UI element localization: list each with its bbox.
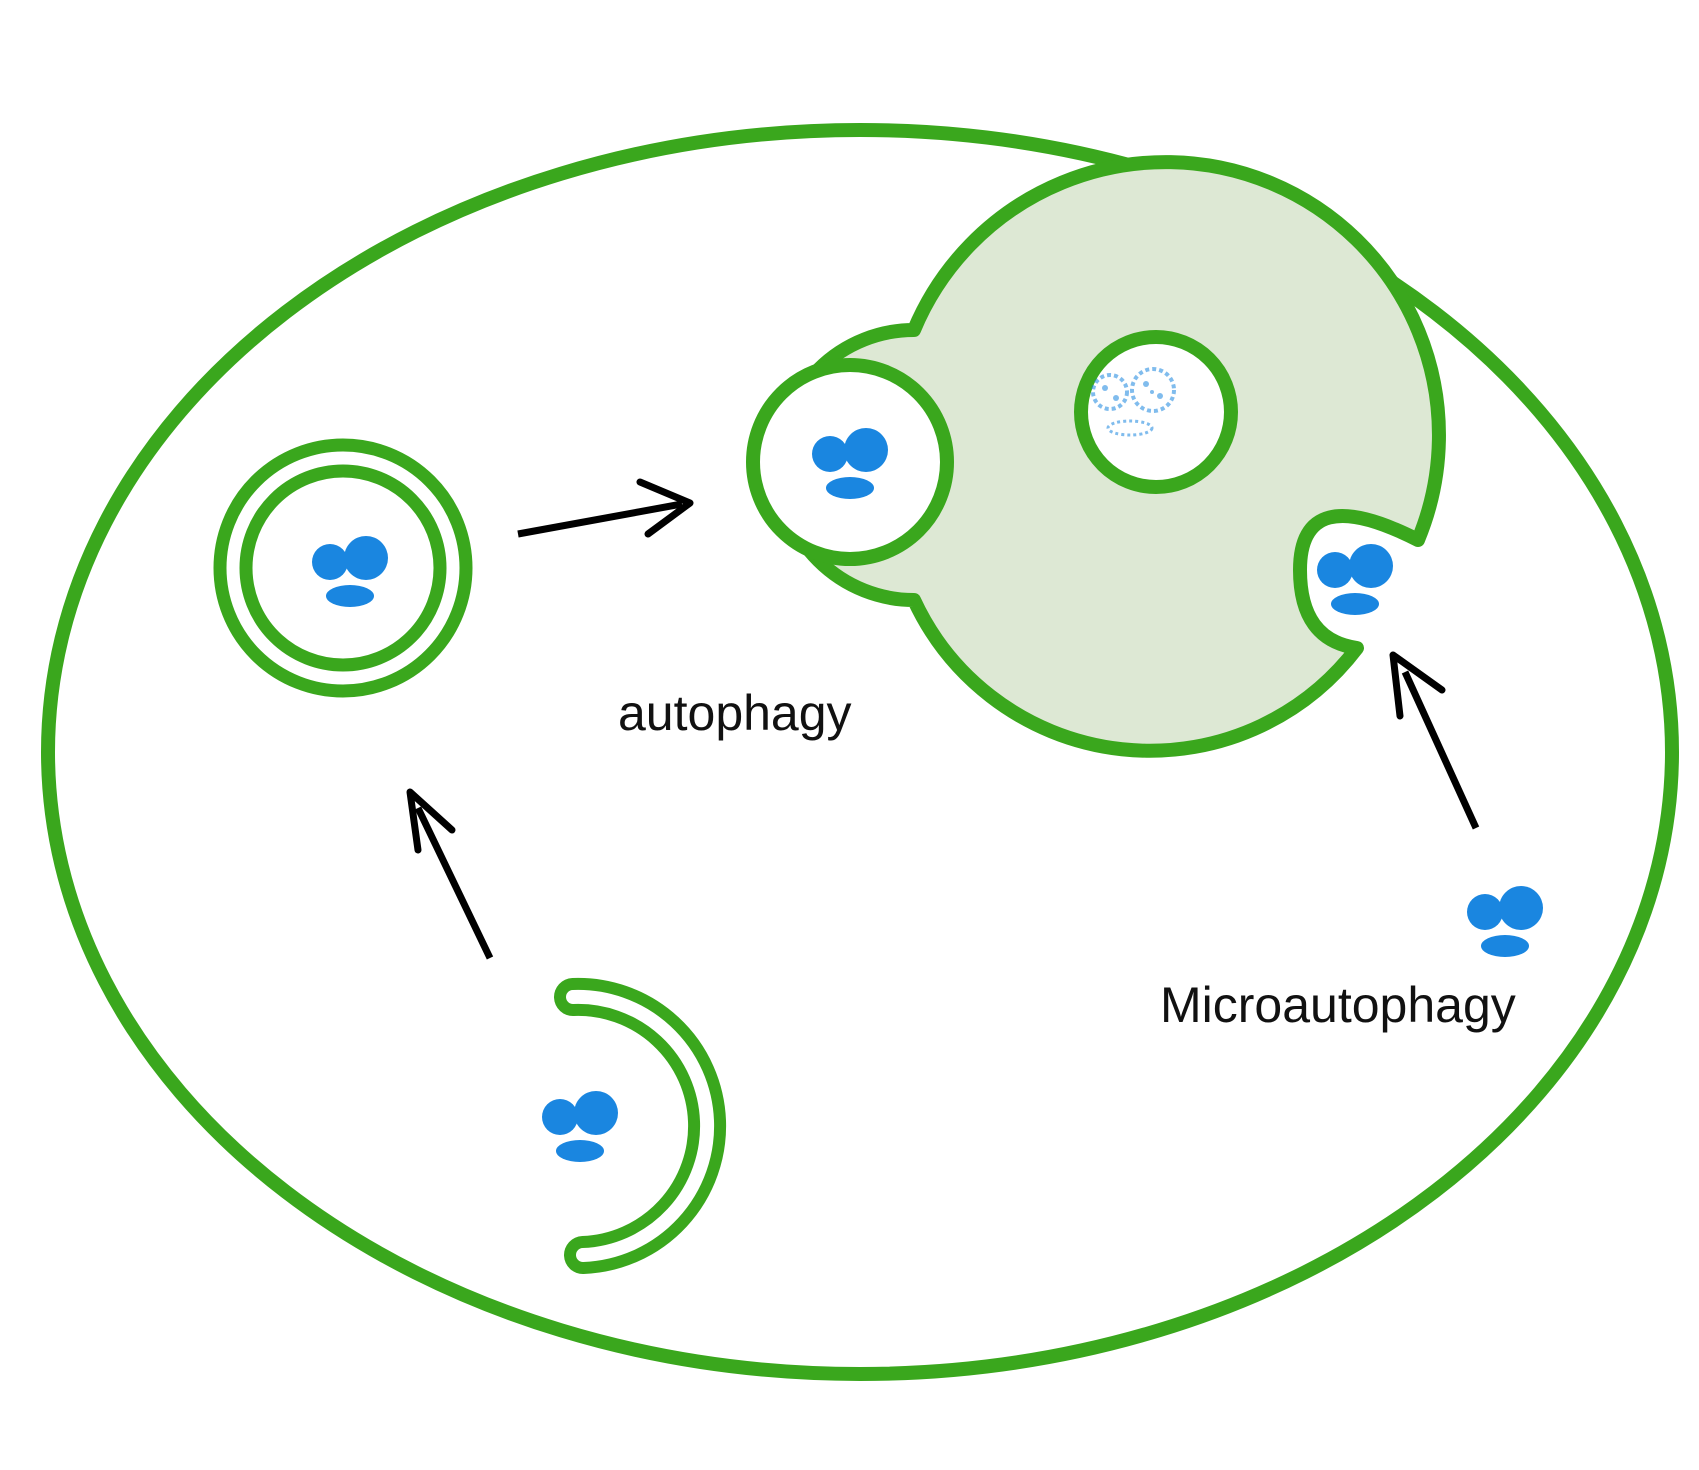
cargo-icon-phagophore xyxy=(542,1091,618,1162)
phagophore xyxy=(554,977,727,1274)
cell-membrane xyxy=(41,123,1679,1381)
degraded-cargo-icon xyxy=(1091,367,1176,437)
vacuole xyxy=(746,155,1446,758)
cargo-icon-invagination xyxy=(1317,544,1393,615)
arrow-phagophore-to-autophagosome xyxy=(406,788,494,960)
arrow-autophagosome-to-vacuole xyxy=(517,478,694,538)
arrow-cargo-to-invagination xyxy=(1389,651,1480,830)
microautophagy-label: Microautophagy xyxy=(1160,977,1516,1033)
cargo-icon-autophagosome xyxy=(312,536,388,607)
autophagosome xyxy=(213,438,473,698)
autophagy-label: autophagy xyxy=(618,685,852,741)
cargo-icon-cytoplasm xyxy=(1467,886,1543,957)
